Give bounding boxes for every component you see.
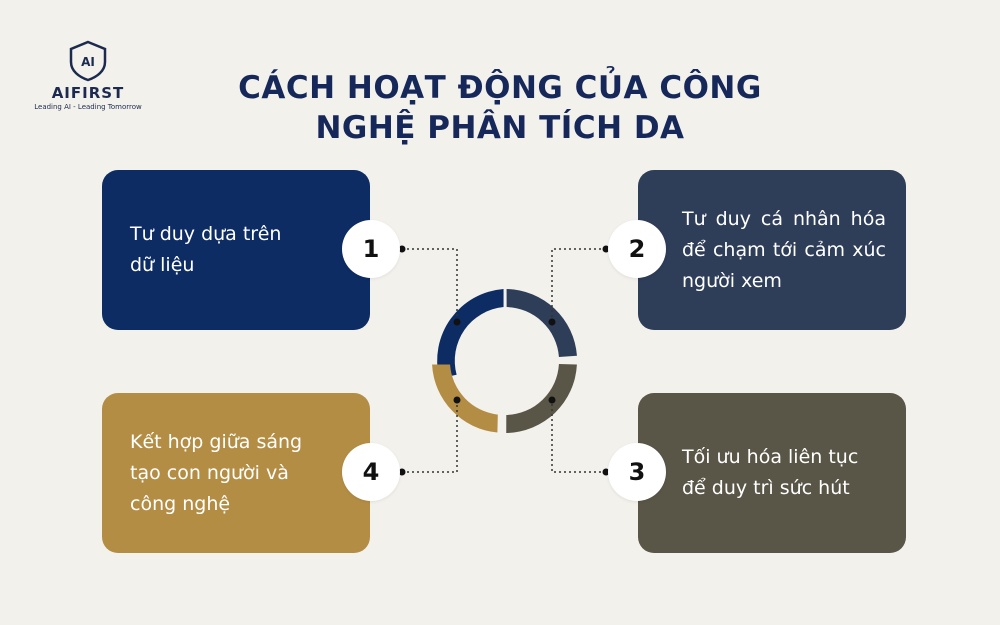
step-1-text: Tư duy dựa trên dữ liệu (130, 223, 282, 276)
step-card-4: Kết hợp giữa sáng tạo con người và công … (102, 393, 370, 553)
ring-segment-1 (437, 289, 504, 379)
cycle-ring (432, 289, 577, 433)
step-card-1: Tư duy dựa trên dữ liệu (102, 170, 370, 330)
step-card-2: Tư duy cá nhân hóa để chạm tới cảm xúc n… (638, 170, 906, 330)
brand-logo: AI AIFIRST Leading AI - Leading Tomorrow (28, 40, 148, 111)
connector-dots (398, 245, 610, 476)
title-line-1: CÁCH HOẠT ĐỘNG CỦA CÔNG (238, 70, 762, 106)
dotted-lines (402, 248, 606, 473)
step-number-badge-2: 2 (608, 220, 666, 278)
ring-segment-3 (506, 364, 577, 433)
step-4-text: Kết hợp giữa sáng tạo con người và công … (130, 430, 303, 515)
connector-3 (551, 400, 606, 473)
brand-tagline: Leading AI - Leading Tomorrow (34, 103, 142, 111)
title-line-2: NGHỆ PHÂN TÍCH DA (315, 110, 685, 146)
connector-4 (402, 400, 458, 473)
step-number-badge-1: 1 (342, 220, 400, 278)
connector-2 (551, 248, 606, 322)
step-3-text: Tối ưu hóa liên tục để duy trì sức hút (682, 446, 859, 499)
ring-segment-2 (506, 289, 577, 358)
step-2-text: Tư duy cá nhân hóa để chạm tới cảm xúc n… (682, 207, 886, 292)
ring-segment-4 (432, 364, 498, 433)
connector-1 (402, 248, 458, 322)
brand-name: AIFIRST (51, 84, 125, 102)
page-title: CÁCH HOẠT ĐỘNG CỦA CÔNG NGHỆ PHÂN TÍCH D… (190, 68, 810, 148)
step-number-badge-3: 3 (608, 443, 666, 501)
shield-logo-icon: AI (69, 40, 107, 82)
svg-text:AI: AI (81, 55, 95, 69)
step-number-badge-4: 4 (342, 443, 400, 501)
step-card-3: Tối ưu hóa liên tục để duy trì sức hút (638, 393, 906, 553)
